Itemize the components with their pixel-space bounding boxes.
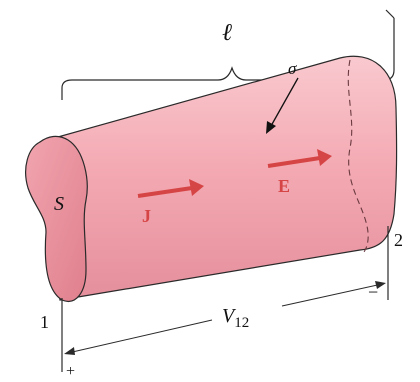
field-label: E [278,176,290,196]
voltage-subscript: 12 [234,315,249,331]
voltage-symbol: V [222,305,237,327]
far-end-section-dashed [347,59,369,253]
voltage-label: V12 [222,305,249,331]
minus-sign: − [368,282,378,302]
voltage-arrow-right-head [375,281,386,289]
voltage-line-left [67,319,213,354]
length-brace-right-end [385,9,395,19]
area-label: S [54,193,64,215]
terminal-1-label: 1 [40,312,49,332]
conductor-body [39,55,398,301]
end-cap-S [25,135,88,302]
terminal-2-label: 2 [394,230,403,250]
field-arrow-shaft [267,156,321,168]
voltage-line-right [281,283,383,307]
sigma-pointer-line [270,77,299,127]
current-density-label: J [142,206,151,226]
field-arrow-head [317,149,332,166]
voltage-arrow-left-head [64,347,75,355]
length-label: ℓ [222,20,232,46]
sigma-pointer-head [266,121,276,134]
current-density-arrow-head [189,179,204,196]
current-density-arrow-shaft [137,186,193,198]
conductivity-label: σ [288,59,297,78]
plus-sign: + [66,363,75,380]
